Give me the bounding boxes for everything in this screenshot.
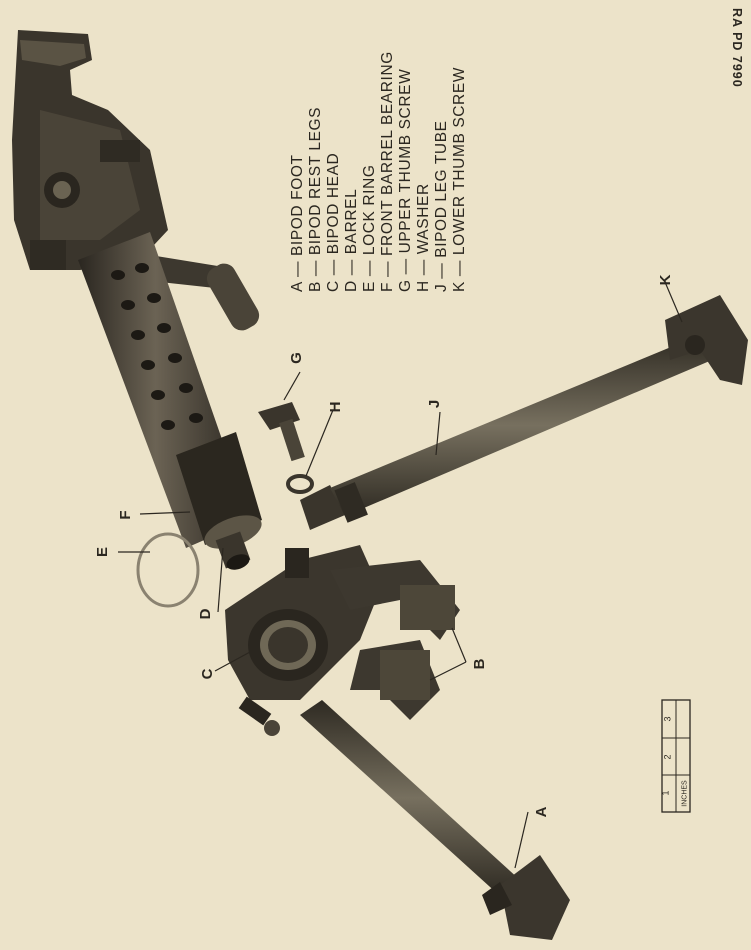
- legend-item-a: A — BIPOD FOOT: [289, 154, 307, 292]
- legend-item-j: J — BIPOD LEG TUBE: [433, 120, 451, 292]
- callout-h: H: [326, 397, 346, 417]
- scale-unit: INCHES: [682, 780, 689, 806]
- upper-thumb-screw: [258, 402, 305, 461]
- bipod-leg-left: [239, 697, 570, 940]
- scale-mark-3: 3: [663, 716, 673, 721]
- legend-item-d: D — BARREL: [343, 189, 361, 292]
- callout-g: G: [287, 348, 307, 368]
- bipod-leg-tube: [300, 295, 748, 530]
- legend-item-c: C — BIPOD HEAD: [325, 153, 343, 292]
- rifle-receiver: [12, 30, 168, 270]
- callout-a: A: [532, 802, 552, 822]
- scale-mark-1: 1: [661, 790, 671, 795]
- callout-c: C: [198, 664, 218, 684]
- lock-ring: [138, 534, 198, 606]
- callout-f: F: [116, 505, 136, 525]
- legend-item-f: F — FRONT BARREL BEARING: [379, 51, 397, 292]
- callout-j: J: [425, 394, 445, 414]
- legend-item-e: E — LOCK RING: [361, 164, 379, 292]
- figure-reference: RA PD 7990: [730, 8, 744, 88]
- scale-mark-2: 2: [663, 754, 673, 759]
- callout-d: D: [196, 604, 216, 624]
- washer: [288, 476, 312, 492]
- legend-item-g: G — UPPER THUMB SCREW: [397, 69, 415, 292]
- legend-item-k: K — LOWER THUMB SCREW: [451, 67, 469, 292]
- legend-item-b: B — BIPOD REST LEGS: [307, 107, 325, 292]
- callout-b: B: [470, 654, 490, 674]
- legend-item-h: H — WASHER: [415, 183, 433, 292]
- callout-e: E: [93, 542, 113, 562]
- callout-k: K: [656, 270, 676, 290]
